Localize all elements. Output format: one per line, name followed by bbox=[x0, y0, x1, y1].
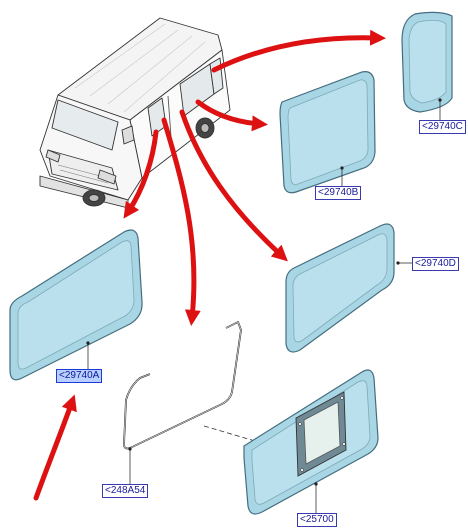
arrow-to-window-d bbox=[179, 109, 288, 262]
window-c bbox=[401, 11, 453, 122]
roof-glass-panel bbox=[243, 369, 379, 515]
callout-25700[interactable]: <25700 bbox=[297, 513, 337, 527]
van-illustration bbox=[39, 17, 231, 209]
callout-29740b[interactable]: <29740B bbox=[315, 186, 362, 200]
window-a bbox=[9, 229, 143, 381]
callout-248a54[interactable]: <248A54 bbox=[102, 484, 149, 498]
callout-29740d[interactable]: <29740D bbox=[412, 257, 459, 271]
window-d bbox=[285, 223, 412, 353]
arrow-bottom-left bbox=[33, 394, 77, 501]
arrow-to-window-c bbox=[211, 29, 386, 73]
callout-29740c[interactable]: <29740C bbox=[419, 120, 466, 134]
callout-29740a[interactable]: <29740A bbox=[56, 369, 103, 383]
pointer-arrows bbox=[33, 29, 386, 501]
window-b bbox=[279, 71, 376, 194]
arrow-to-seal bbox=[161, 117, 201, 326]
arrow-to-window-a bbox=[123, 129, 159, 219]
window-seal bbox=[123, 321, 242, 484]
arrow-to-window-b bbox=[195, 99, 268, 132]
